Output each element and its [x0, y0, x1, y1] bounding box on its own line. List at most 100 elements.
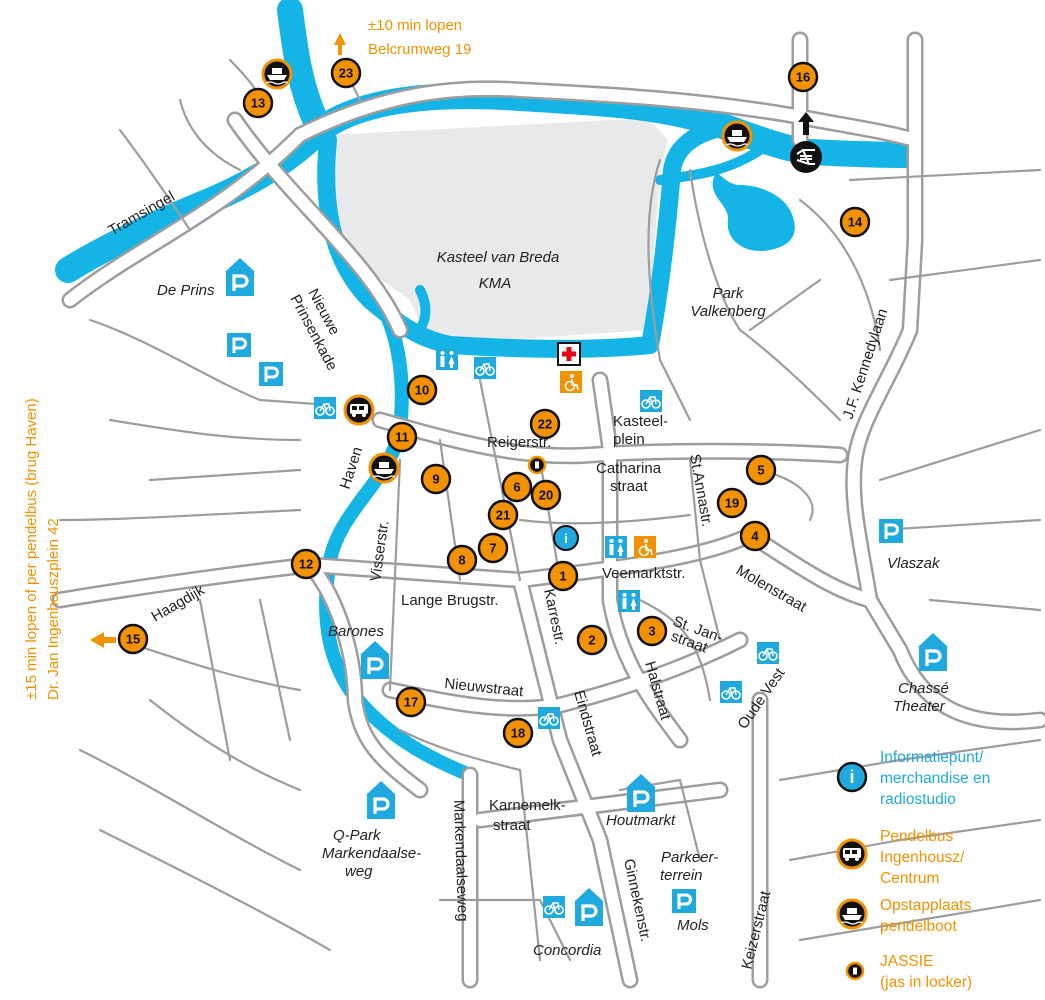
location-marker-number: 17 [404, 695, 418, 710]
parking-qpark-2: Markendaalse- [322, 845, 421, 862]
roads [51, 31, 1045, 989]
location-marker-circle [487, 499, 519, 531]
parking-sign-icon [358, 639, 392, 681]
parking-houtmarkt: Houtmarkt [606, 812, 676, 829]
info-point-icon: i [836, 761, 868, 793]
location-marker-circle [477, 532, 509, 564]
legend-info-line1: Informatiepunt/ [880, 749, 984, 766]
location-marker-circle [386, 421, 418, 453]
location-marker-5: 5 [745, 454, 777, 486]
locker-icon [527, 455, 547, 475]
location-marker-3: 3 [636, 615, 668, 647]
street-keizerstraat: Keizerstraat [738, 888, 774, 971]
first-aid-icon [557, 342, 581, 366]
castle-name: Kasteel van Breda [437, 249, 560, 266]
canals [55, 0, 923, 782]
parking-sign-icon [225, 331, 253, 359]
location-marker-number: 12 [299, 557, 313, 572]
parking-sign-icon [670, 887, 698, 915]
direction-left-line1: ±15 min lopen of per pendelbus (brug Hav… [23, 398, 40, 700]
street-reigerstr: Reigerstr. [487, 434, 551, 451]
bicycle-parking-icon [756, 641, 780, 665]
direction-arrow-icon [334, 33, 346, 55]
location-marker-number: 23 [339, 66, 353, 81]
castle-subname: KMA [479, 275, 512, 292]
location-marker-circle [242, 87, 274, 119]
bicycle-parking-icon [473, 356, 497, 380]
location-marker-circle [420, 463, 452, 495]
legend: i Informatiepunt/ merchandise en radiost… [836, 749, 990, 991]
locker-icon [845, 961, 865, 981]
location-marker-number: 11 [395, 430, 409, 445]
location-marker-circle [787, 61, 819, 93]
location-marker-number: 21 [496, 508, 510, 523]
parking-qpark-3: weg [345, 863, 373, 880]
location-marker-number: 19 [725, 496, 739, 511]
location-marker-circle [446, 544, 478, 576]
legend-jassie-line1: JASSIE [880, 953, 933, 970]
park-pond [712, 173, 795, 251]
parking-sign-icon [877, 517, 905, 545]
location-marker-number: 1 [559, 569, 566, 584]
legend-bus-line3: Centrum [880, 870, 939, 887]
direction-top-line1: ±10 min lopen [368, 17, 462, 34]
location-marker-number: 7 [489, 541, 496, 556]
location-marker-13: 13 [242, 87, 274, 119]
location-marker-number: 16 [796, 70, 810, 85]
bicycle-parking-icon [542, 895, 566, 919]
parking-sign-icon [572, 886, 606, 928]
location-marker-circle [745, 454, 777, 486]
location-marker-number: 13 [251, 96, 265, 111]
location-marker-circle [839, 206, 871, 238]
legend-bus-line1: Pendelbus [880, 828, 954, 845]
location-marker-2: 2 [576, 624, 608, 656]
location-marker-circle [290, 548, 322, 580]
location-marker-number: 3 [648, 624, 655, 639]
parking-chasse-1: Chassé [898, 680, 949, 697]
street-karnemelk-1: Karnemelk- [489, 797, 566, 814]
street-haven: Haven [337, 445, 367, 491]
toilet-icon [605, 536, 627, 558]
park-name-line1: Park [713, 285, 745, 302]
street-st-annastr: St.Annastr. [686, 453, 715, 528]
bicycle-parking-icon [719, 680, 743, 704]
location-marker-12: 12 [290, 548, 322, 580]
parking-barones: Barones [328, 623, 384, 640]
location-marker-circle [117, 623, 149, 655]
location-marker-circle [395, 686, 427, 718]
location-marker-number: 22 [538, 417, 552, 432]
location-marker-7: 7 [477, 532, 509, 564]
parking-concordia: Concordia [533, 942, 601, 959]
direction-arrow-icon [90, 632, 116, 648]
legend-jassie-line2: (jas in locker) [880, 974, 972, 991]
location-marker-11: 11 [386, 421, 418, 453]
street-lange-brugstr: Lange Brugstr. [401, 592, 499, 609]
location-marker-21: 21 [487, 499, 519, 531]
location-marker-number: 2 [588, 633, 595, 648]
shuttle-boat-icon [721, 120, 753, 152]
street-karnemelk-2: straat [493, 817, 531, 834]
street-kasteelplein-1: Kasteel- [613, 413, 668, 430]
parking-vlaszak: Vlaszak [887, 555, 941, 572]
street-karrestr: Karrestr. [540, 587, 568, 646]
location-marker-circle [502, 717, 534, 749]
location-marker-number: 10 [415, 383, 429, 398]
info-point-icon: i [553, 525, 579, 551]
location-marker-number: 15 [126, 632, 140, 647]
direction-top-line2: Belcrumweg 19 [368, 41, 471, 58]
bicycle-parking-icon [639, 389, 663, 413]
location-marker-17: 17 [395, 686, 427, 718]
location-marker-20: 20 [530, 479, 562, 511]
park-name-line2: Valkenberg [690, 303, 766, 320]
wheelchair-icon [559, 370, 583, 394]
parking-sign-icon [364, 779, 398, 821]
location-marker-9: 9 [420, 463, 452, 495]
location-marker-18: 18 [502, 717, 534, 749]
street-veemarktstr: Veemarktstr. [602, 565, 685, 582]
street-kasteelplein-2: plein [613, 431, 645, 448]
parking-qpark-1: Q-Park [333, 827, 382, 844]
location-marker-16: 16 [787, 61, 819, 93]
bicycle-parking-icon [313, 396, 337, 420]
